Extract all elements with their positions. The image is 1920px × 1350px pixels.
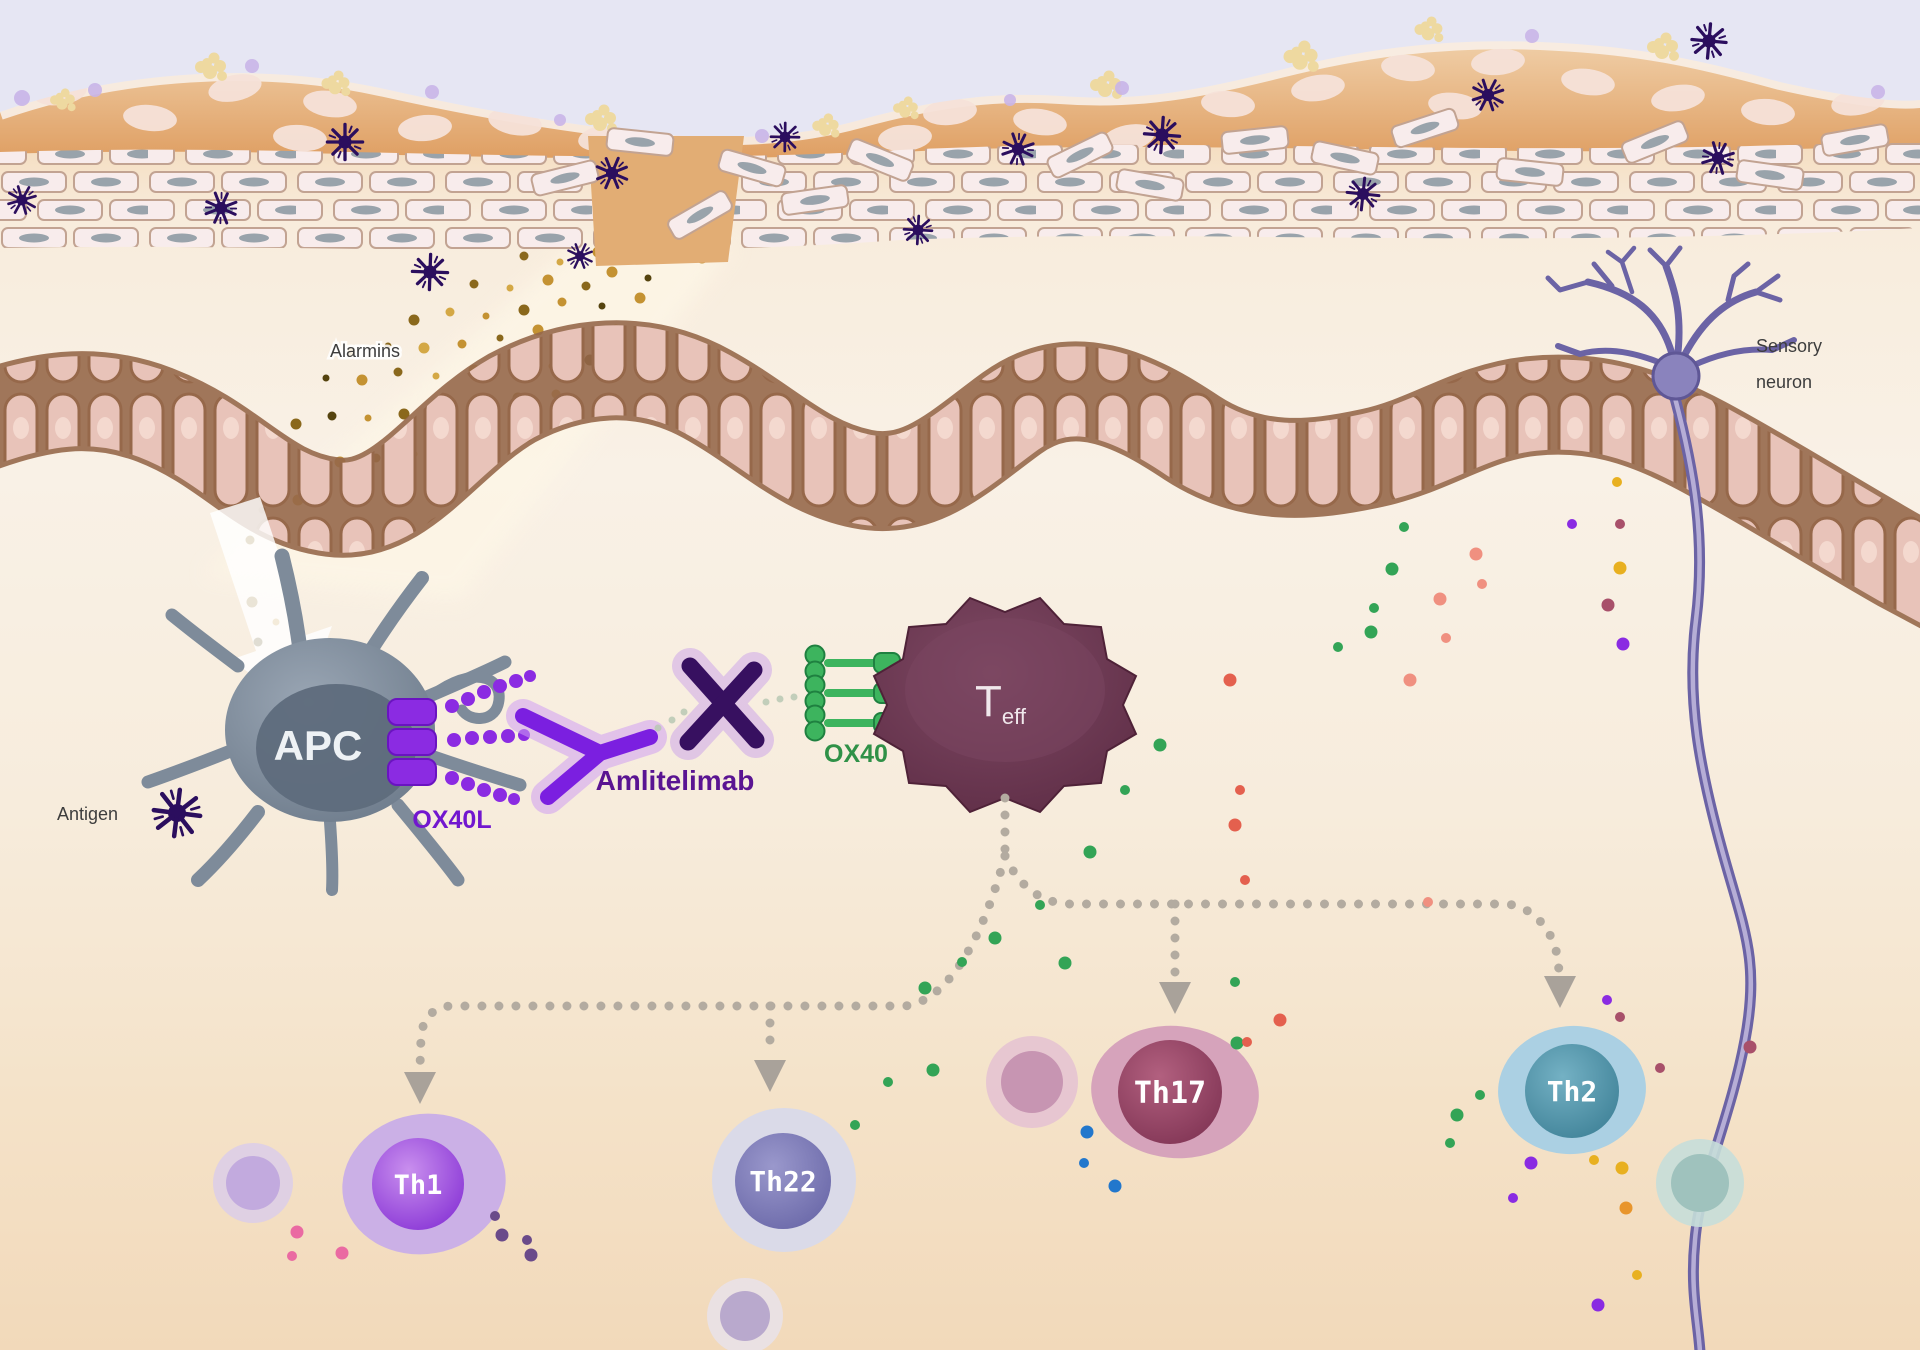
th2-label: Th2 — [1547, 1075, 1598, 1108]
th17-label: Th17 — [1134, 1076, 1206, 1111]
ox40-label: OX40 — [824, 740, 888, 768]
th1-label: Th1 — [394, 1170, 443, 1201]
th22-cell: Th22 — [712, 1108, 856, 1252]
companion-cell — [986, 1036, 1078, 1128]
arrowhead-th2 — [1544, 976, 1576, 1008]
path-arrowheads — [404, 976, 1576, 1104]
sensory-neuron-dendrites — [1545, 245, 1797, 369]
antigen-star — [410, 252, 450, 292]
apc-label: APC — [274, 722, 363, 769]
blocked-interaction-dots — [654, 693, 798, 732]
block-x-icon — [670, 648, 774, 760]
alarmins-label: Alarmins — [330, 341, 400, 361]
stratum-corneum — [0, 106, 1920, 266]
arrowhead-th1 — [404, 1072, 436, 1104]
apc-nucleus — [256, 684, 416, 812]
granular-cells — [33, 48, 1885, 152]
apc-cell: APC — [141, 548, 527, 896]
companion-cell — [213, 1143, 293, 1223]
companion-cell — [707, 1278, 783, 1350]
amlitelimab-label: Amlitelimab — [596, 765, 755, 796]
antigen-star — [325, 122, 365, 162]
surface-flora — [14, 16, 1885, 143]
lavender-particles — [14, 29, 1885, 143]
ox40l-receptor — [387, 670, 536, 805]
teff-cell: Teff — [872, 596, 1138, 814]
th1-cell: Th1 — [342, 1113, 506, 1255]
arrowhead-th17 — [1159, 982, 1191, 1014]
path-to-th2 — [1000, 851, 1564, 975]
amlitelimab-antibody — [506, 699, 667, 814]
antigen-label: Antigen — [57, 804, 118, 824]
th17-cell: Th17 — [1091, 1025, 1259, 1159]
th2-cell: Th2 — [1498, 1025, 1646, 1155]
teff-label: Teff — [975, 677, 1027, 729]
arrowhead-th22 — [754, 1060, 786, 1092]
cytokine-dots — [287, 477, 1757, 1312]
ox40l-label: OX40L — [412, 806, 491, 834]
sensory-neuron-soma — [1651, 351, 1701, 401]
th22-label: Th22 — [749, 1165, 816, 1198]
companion-cell — [1656, 1139, 1744, 1227]
apc-dendrites — [141, 548, 527, 896]
sensory-neuron — [1545, 245, 1797, 1350]
epidermal-basal-layer — [0, 320, 1920, 629]
differentiation-paths — [415, 793, 1564, 1071]
